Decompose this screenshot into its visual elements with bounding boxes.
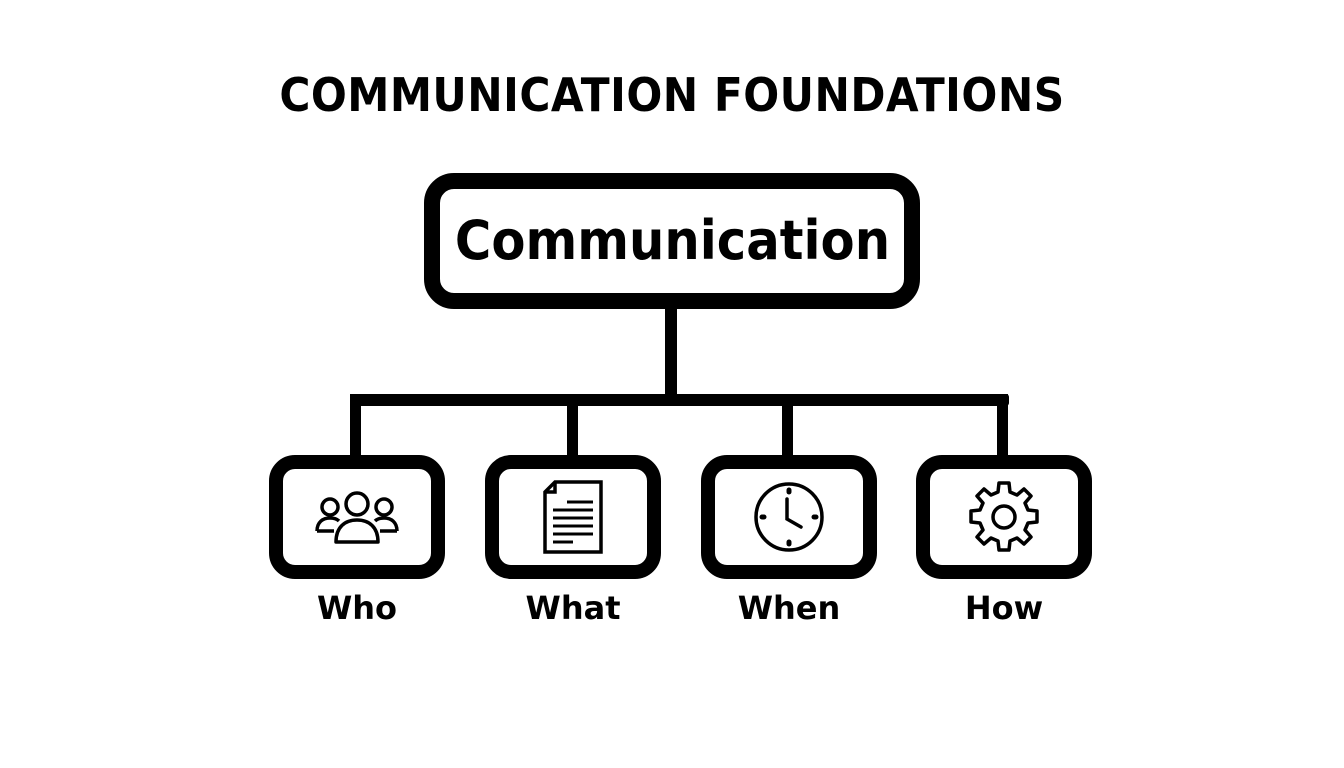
connector-how <box>997 394 1008 458</box>
connector-horizontal <box>350 394 1009 406</box>
child-label-what: What <box>525 589 621 627</box>
clock-icon <box>753 481 825 553</box>
connector-trunk <box>665 309 677 401</box>
root-node-communication: Communication <box>424 173 920 309</box>
child-label-how: How <box>964 589 1044 627</box>
child-label-who: Who <box>316 589 398 627</box>
child-node-when <box>701 455 877 579</box>
child-label-when: When <box>737 589 841 627</box>
root-node-label: Communication <box>454 209 890 272</box>
connector-when <box>782 394 793 458</box>
connector-what <box>567 394 578 458</box>
child-node-what <box>485 455 661 579</box>
document-icon <box>541 480 605 554</box>
connector-who <box>350 394 361 458</box>
child-node-who <box>269 455 445 579</box>
diagram-title: COMMUNICATION FOUNDATIONS <box>279 68 1065 122</box>
child-node-how <box>916 455 1092 579</box>
people-group-icon <box>314 489 400 545</box>
gear-icon <box>966 479 1042 555</box>
